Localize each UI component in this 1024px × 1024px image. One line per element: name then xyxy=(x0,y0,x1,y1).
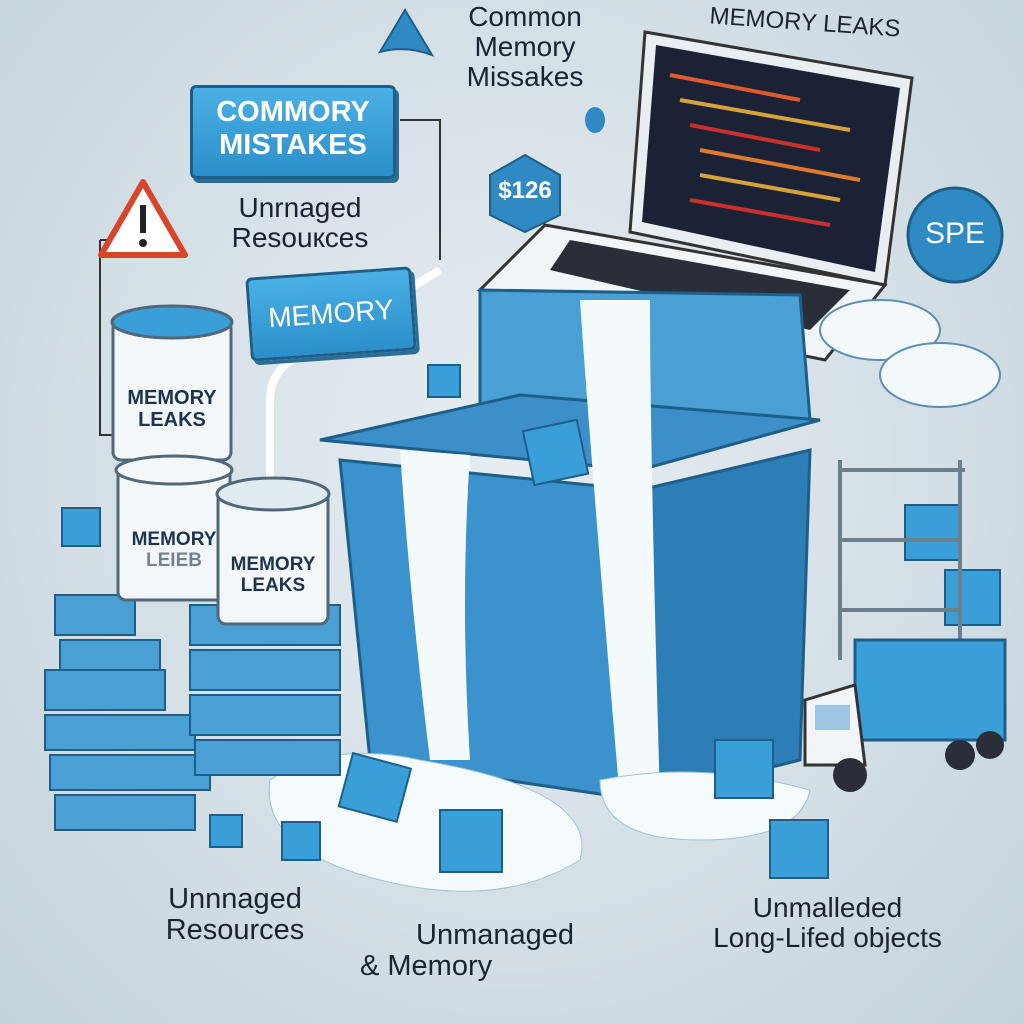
can-label-line: MEMORY xyxy=(127,387,217,409)
can-label: MEMORY LEIEB xyxy=(118,529,230,571)
label-line: Unrnaged xyxy=(238,192,362,223)
caption-line: & Memory xyxy=(360,950,493,983)
caption-line: Resources xyxy=(165,914,305,947)
can-label-line: LEIEB xyxy=(146,549,202,571)
truck-icon xyxy=(803,638,1007,792)
can-label-line: LEAKS xyxy=(240,574,306,596)
drop-icon xyxy=(377,8,435,57)
can-label: MEMORY LEAKS xyxy=(113,387,231,431)
caption-line: Unmanaged xyxy=(416,919,574,951)
label-line: MISTAKES xyxy=(219,129,367,161)
memory-label: MEMORY xyxy=(245,266,417,362)
spe-badge: SPE xyxy=(924,217,986,250)
caption-line: Unmalleded xyxy=(752,892,903,923)
can-label-line: MEMORY xyxy=(131,529,217,550)
caption-line: Unnnaged xyxy=(168,883,302,915)
cube-icon xyxy=(61,364,1001,879)
price-badge-shape xyxy=(489,153,561,234)
can-icon xyxy=(110,304,331,626)
can-label: MEMORY LEAKS xyxy=(218,554,328,596)
overflowing-box xyxy=(319,288,821,802)
price-badge: $126 xyxy=(498,177,552,204)
label-line: Resouкces xyxy=(231,222,369,254)
shelf xyxy=(838,460,965,660)
drop-icon xyxy=(585,107,605,133)
bottom-left-caption: Unnnaged Resources xyxy=(130,883,340,947)
warning-icon xyxy=(98,179,188,258)
title-line: Memory xyxy=(474,31,576,63)
caption-line: Long-Lifed objects xyxy=(713,922,942,954)
label-line: COMMORY xyxy=(216,96,370,128)
spe-badge-shape xyxy=(906,186,1004,284)
title-line: Common xyxy=(468,1,582,32)
bottom-center-caption: Unmanaged & Memory xyxy=(360,919,600,983)
unmanaged-resources-label: Unrnaged Resouкces xyxy=(200,192,400,254)
title-line: Missakes xyxy=(466,61,584,93)
title-common-memory-missakes: Common Memory Missakes xyxy=(425,1,625,93)
can-label-line: MEMORY xyxy=(230,554,316,575)
cloud-icon xyxy=(819,299,1001,408)
bottom-right-caption: Unmalleded Long-Lifed objects xyxy=(665,892,990,954)
can-label-line: LEAKS xyxy=(138,408,206,431)
commory-mistakes-label: COMMORY MISTAKES xyxy=(190,85,396,179)
